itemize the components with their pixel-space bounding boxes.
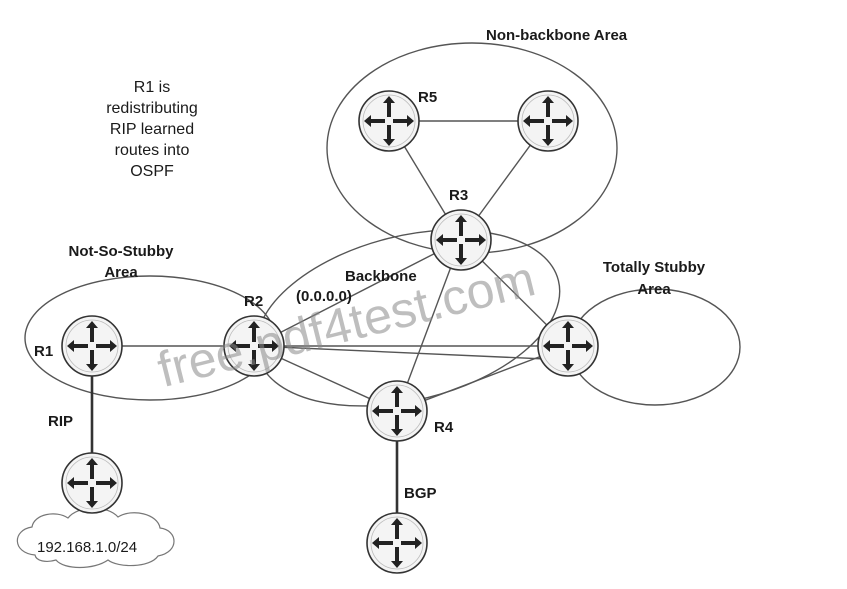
totally-stubby-label-1: Totally Stubby xyxy=(603,259,706,276)
router-label-r4: R4 xyxy=(434,419,454,436)
note-line-5: OSPF xyxy=(130,163,174,180)
link-r2-r3 xyxy=(253,239,462,347)
nssa-label-2: Area xyxy=(104,264,138,281)
note: R1 is redistributing RIP learned routes … xyxy=(106,79,198,180)
router-label-r5: R5 xyxy=(418,89,437,106)
router-r5[interactable] xyxy=(358,90,420,152)
network-cloud: 192.168.1.0/24 xyxy=(16,507,175,569)
router-r1[interactable] xyxy=(61,315,123,377)
router-label-r3: R3 xyxy=(449,187,468,204)
link-r2-r7-b xyxy=(253,345,569,361)
note-line-3: RIP learned xyxy=(110,121,194,138)
note-line-1: R1 is xyxy=(134,79,170,96)
rip-label: RIP xyxy=(48,413,73,430)
bgp-label: BGP xyxy=(404,485,437,502)
router-bgp[interactable] xyxy=(366,512,428,574)
note-line-4: routes into xyxy=(115,142,190,159)
nssa-label-1: Not-So-Stubby xyxy=(69,243,175,260)
backbone-label-1: Backbone xyxy=(345,268,417,285)
network-label: 192.168.1.0/24 xyxy=(37,539,137,556)
totally-stubby-label-2: Area xyxy=(637,281,671,298)
router-label-r2: R2 xyxy=(244,293,263,310)
router-rip[interactable] xyxy=(61,452,123,514)
page-title: Non-backbone Area xyxy=(486,27,628,44)
router-label-r1: R1 xyxy=(34,343,53,360)
router-r7[interactable] xyxy=(537,315,599,377)
router-r4[interactable] xyxy=(366,380,428,442)
router-r6[interactable] xyxy=(517,90,579,152)
backbone-label-2: (0.0.0.0) xyxy=(296,288,352,305)
note-line-2: redistributing xyxy=(106,100,198,117)
